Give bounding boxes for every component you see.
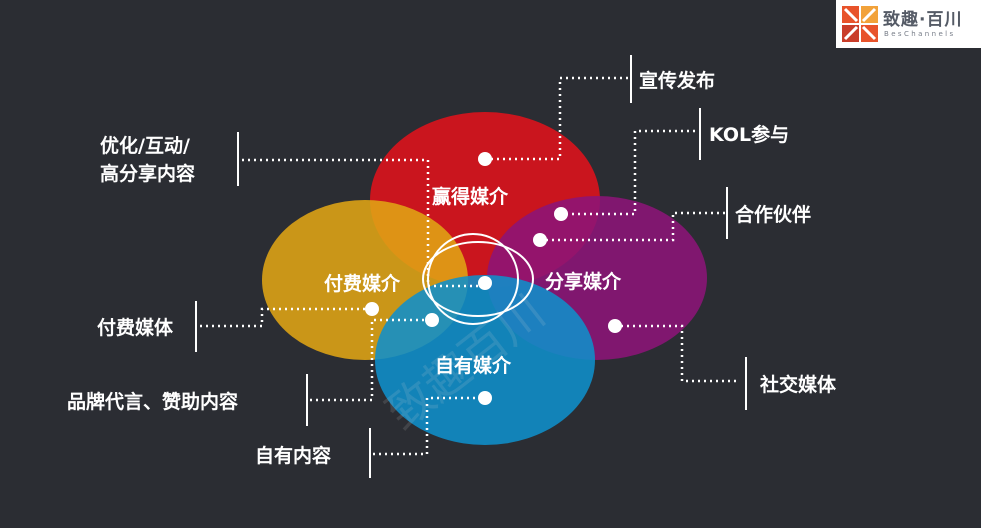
connector-brand bbox=[310, 318, 432, 402]
connector-owned-content bbox=[373, 396, 485, 456]
center-ellipse bbox=[422, 241, 534, 317]
label-paid-media: 付费媒体 bbox=[97, 316, 174, 339]
connector-social bbox=[615, 324, 740, 383]
logo-title: 致趣·百川 bbox=[883, 10, 963, 30]
owned-media-label: 自有媒介 bbox=[435, 354, 512, 377]
connector-kol bbox=[560, 129, 698, 216]
dot-kol bbox=[554, 207, 568, 221]
center-ring bbox=[427, 233, 519, 325]
dot-social bbox=[608, 319, 622, 333]
logo-subtitle: BesChannels bbox=[884, 30, 956, 38]
label-brand: 品牌代言、赞助内容 bbox=[67, 390, 238, 413]
paid-media-label: 付费媒介 bbox=[324, 272, 401, 295]
connector-publicity bbox=[485, 76, 630, 161]
dot-center bbox=[478, 276, 492, 290]
earned-media-label: 赢得媒介 bbox=[432, 185, 509, 208]
label-optimize-line1: 优化/互动/ bbox=[100, 134, 190, 157]
shared-media-label: 分享媒介 bbox=[545, 270, 622, 293]
connector-partner bbox=[540, 211, 725, 242]
dot-publicity bbox=[478, 152, 492, 166]
logo-mark-icon bbox=[842, 6, 878, 42]
dot-paid-media bbox=[365, 302, 379, 316]
label-partner: 合作伙伴 bbox=[735, 203, 811, 226]
dot-owned-content bbox=[478, 391, 492, 405]
label-kol: KOL参与 bbox=[709, 123, 789, 146]
brand-logo: 致趣·百川 BesChannels bbox=[836, 0, 981, 48]
connector-paid-media bbox=[200, 307, 372, 328]
dot-brand bbox=[425, 313, 439, 327]
dot-partner bbox=[533, 233, 547, 247]
label-publicity: 宣传发布 bbox=[639, 69, 715, 92]
label-optimize-line2: 高分享内容 bbox=[100, 162, 195, 185]
label-owned-content: 自有内容 bbox=[255, 444, 331, 467]
label-social: 社交媒体 bbox=[759, 373, 837, 396]
